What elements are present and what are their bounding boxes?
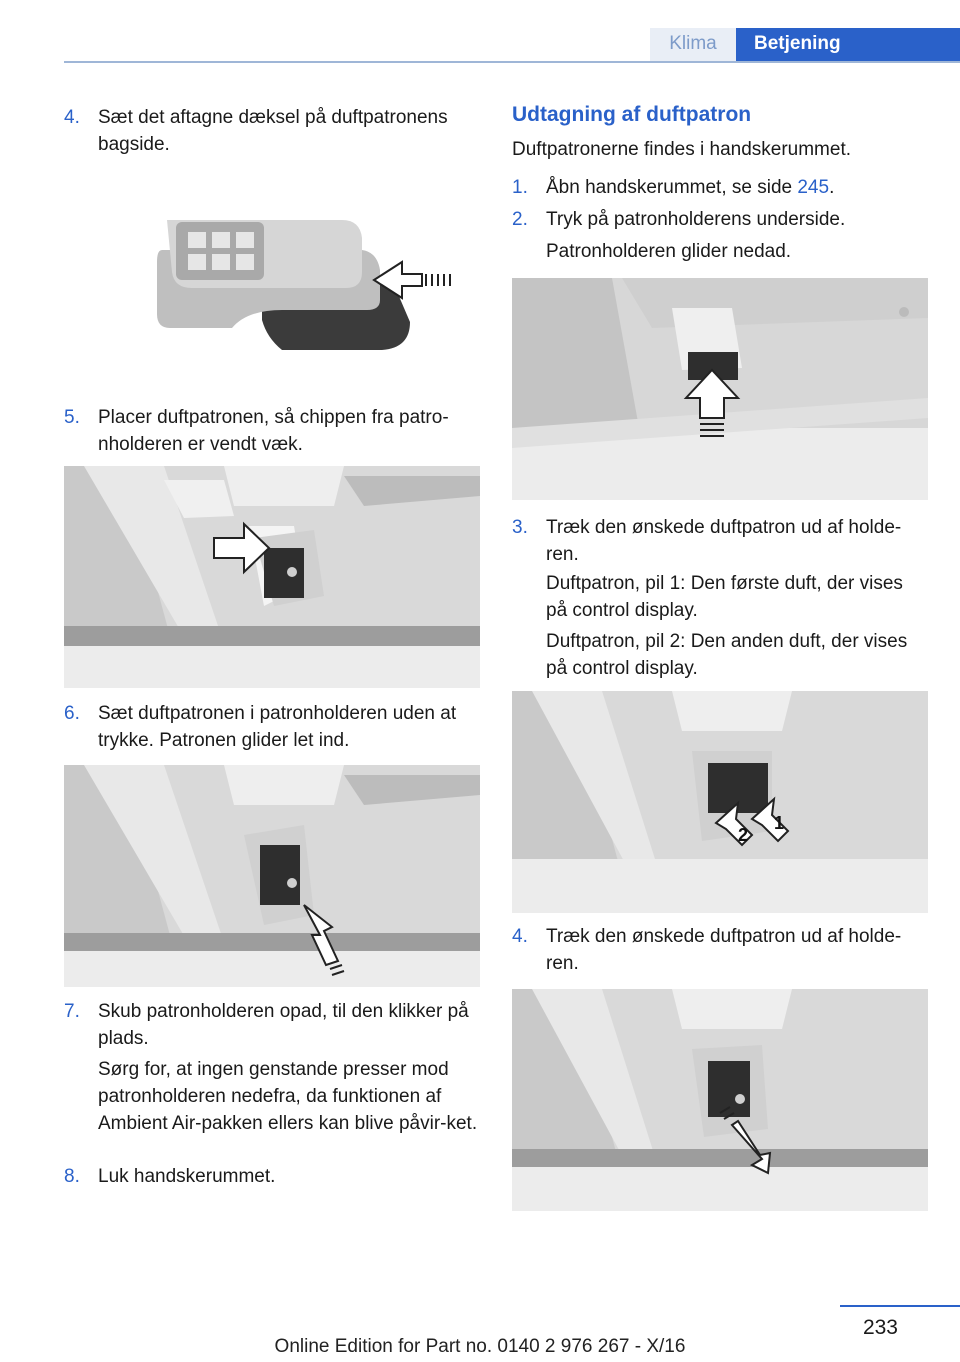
step-note: Patronholderen glider nedad. bbox=[546, 241, 792, 262]
step-number: 5. bbox=[64, 407, 80, 428]
step-text: Træk den ønskede duftpatron ud af holde-… bbox=[546, 926, 902, 974]
step-text: Sæt duftpatronen i patronholderen uden a… bbox=[98, 703, 457, 751]
section-intro: Duftpatronerne findes i handskerummet. bbox=[512, 139, 852, 160]
header-rule bbox=[64, 61, 960, 63]
step-number: 7. bbox=[64, 1001, 80, 1022]
step-number: 4. bbox=[64, 107, 80, 128]
cartridge-cover-image bbox=[152, 210, 457, 360]
arrow-label-1: 1 bbox=[774, 813, 784, 833]
header-bar: Klima Betjening bbox=[0, 28, 960, 63]
step-4-right: 4. Træk den ønskede duftpatron ud af hol… bbox=[512, 923, 928, 979]
step-text-pre: Åbn handskerummet, se side bbox=[546, 177, 798, 198]
section-title: Udtagning af duftpatron bbox=[512, 103, 752, 126]
step-number: 2. bbox=[512, 209, 528, 230]
step-number: 4. bbox=[512, 926, 528, 947]
footer-edition: Online Edition for Part no. 0140 2 976 2… bbox=[274, 1336, 686, 1357]
step-2-right: 2. Tryk på patronholderens underside. Pa… bbox=[512, 206, 928, 266]
step-text-post: . bbox=[829, 177, 835, 198]
tab-betjening[interactable]: Betjening bbox=[736, 28, 960, 62]
step-text: Placer duftpatronen, så chippen fra patr… bbox=[98, 407, 449, 455]
page-number: 233 bbox=[862, 1316, 898, 1339]
step-number: 8. bbox=[64, 1166, 80, 1187]
step-number: 3. bbox=[512, 517, 528, 538]
page-link[interactable]: 245 bbox=[797, 177, 830, 198]
cartridge-in-holder-image bbox=[64, 765, 480, 987]
tab-klima[interactable]: Klima bbox=[650, 28, 736, 62]
step-number: 6. bbox=[64, 703, 80, 724]
two-cartridges-image: 2 1 bbox=[512, 691, 928, 913]
step-number: 1. bbox=[512, 177, 528, 198]
step-text: Luk handskerummet. bbox=[98, 1166, 276, 1187]
step-4-left: 4. Sæt det aftagne dæksel på duftpatrone… bbox=[64, 104, 478, 160]
step-text: Åbn handskerummet, se side 245. bbox=[546, 174, 928, 201]
step-text: Sæt det aftagne dæksel på duftpatronens … bbox=[98, 107, 448, 155]
step-8-left: 8. Luk handskerummet. bbox=[64, 1163, 478, 1193]
cartridge-pull-image bbox=[512, 989, 928, 1211]
step-text: Tryk på patronholderens underside. bbox=[546, 209, 846, 230]
step-6-left: 6. Sæt duftpatronen i patronholderen ude… bbox=[64, 700, 478, 756]
step-note-1: Duftpatron, pil 1: Den første duft, der … bbox=[546, 573, 903, 621]
step-3-right: 3. Træk den ønskede duftpatron ud af hol… bbox=[512, 514, 928, 679]
holder-push-image bbox=[512, 278, 928, 500]
step-note: Sørg for, at ingen genstande presser mod… bbox=[98, 1059, 478, 1134]
footer-rule bbox=[840, 1305, 960, 1307]
step-note-2: Duftpatron, pil 2: Den anden duft, der v… bbox=[546, 631, 908, 679]
step-5-left: 5. Placer duftpatronen, så chippen fra p… bbox=[64, 404, 478, 460]
step-1-right: 1. Åbn handskerummet, se side 245. bbox=[512, 174, 928, 204]
step-text: Træk den ønskede duftpatron ud af holde-… bbox=[546, 517, 902, 565]
arrow-label-2: 2 bbox=[738, 825, 748, 845]
glovebox-insert-image bbox=[64, 466, 480, 688]
step-text: Skub patronholderen opad, til den klikke… bbox=[98, 1001, 469, 1049]
step-7-left: 7. Skub patronholderen opad, til den kli… bbox=[64, 998, 478, 1158]
